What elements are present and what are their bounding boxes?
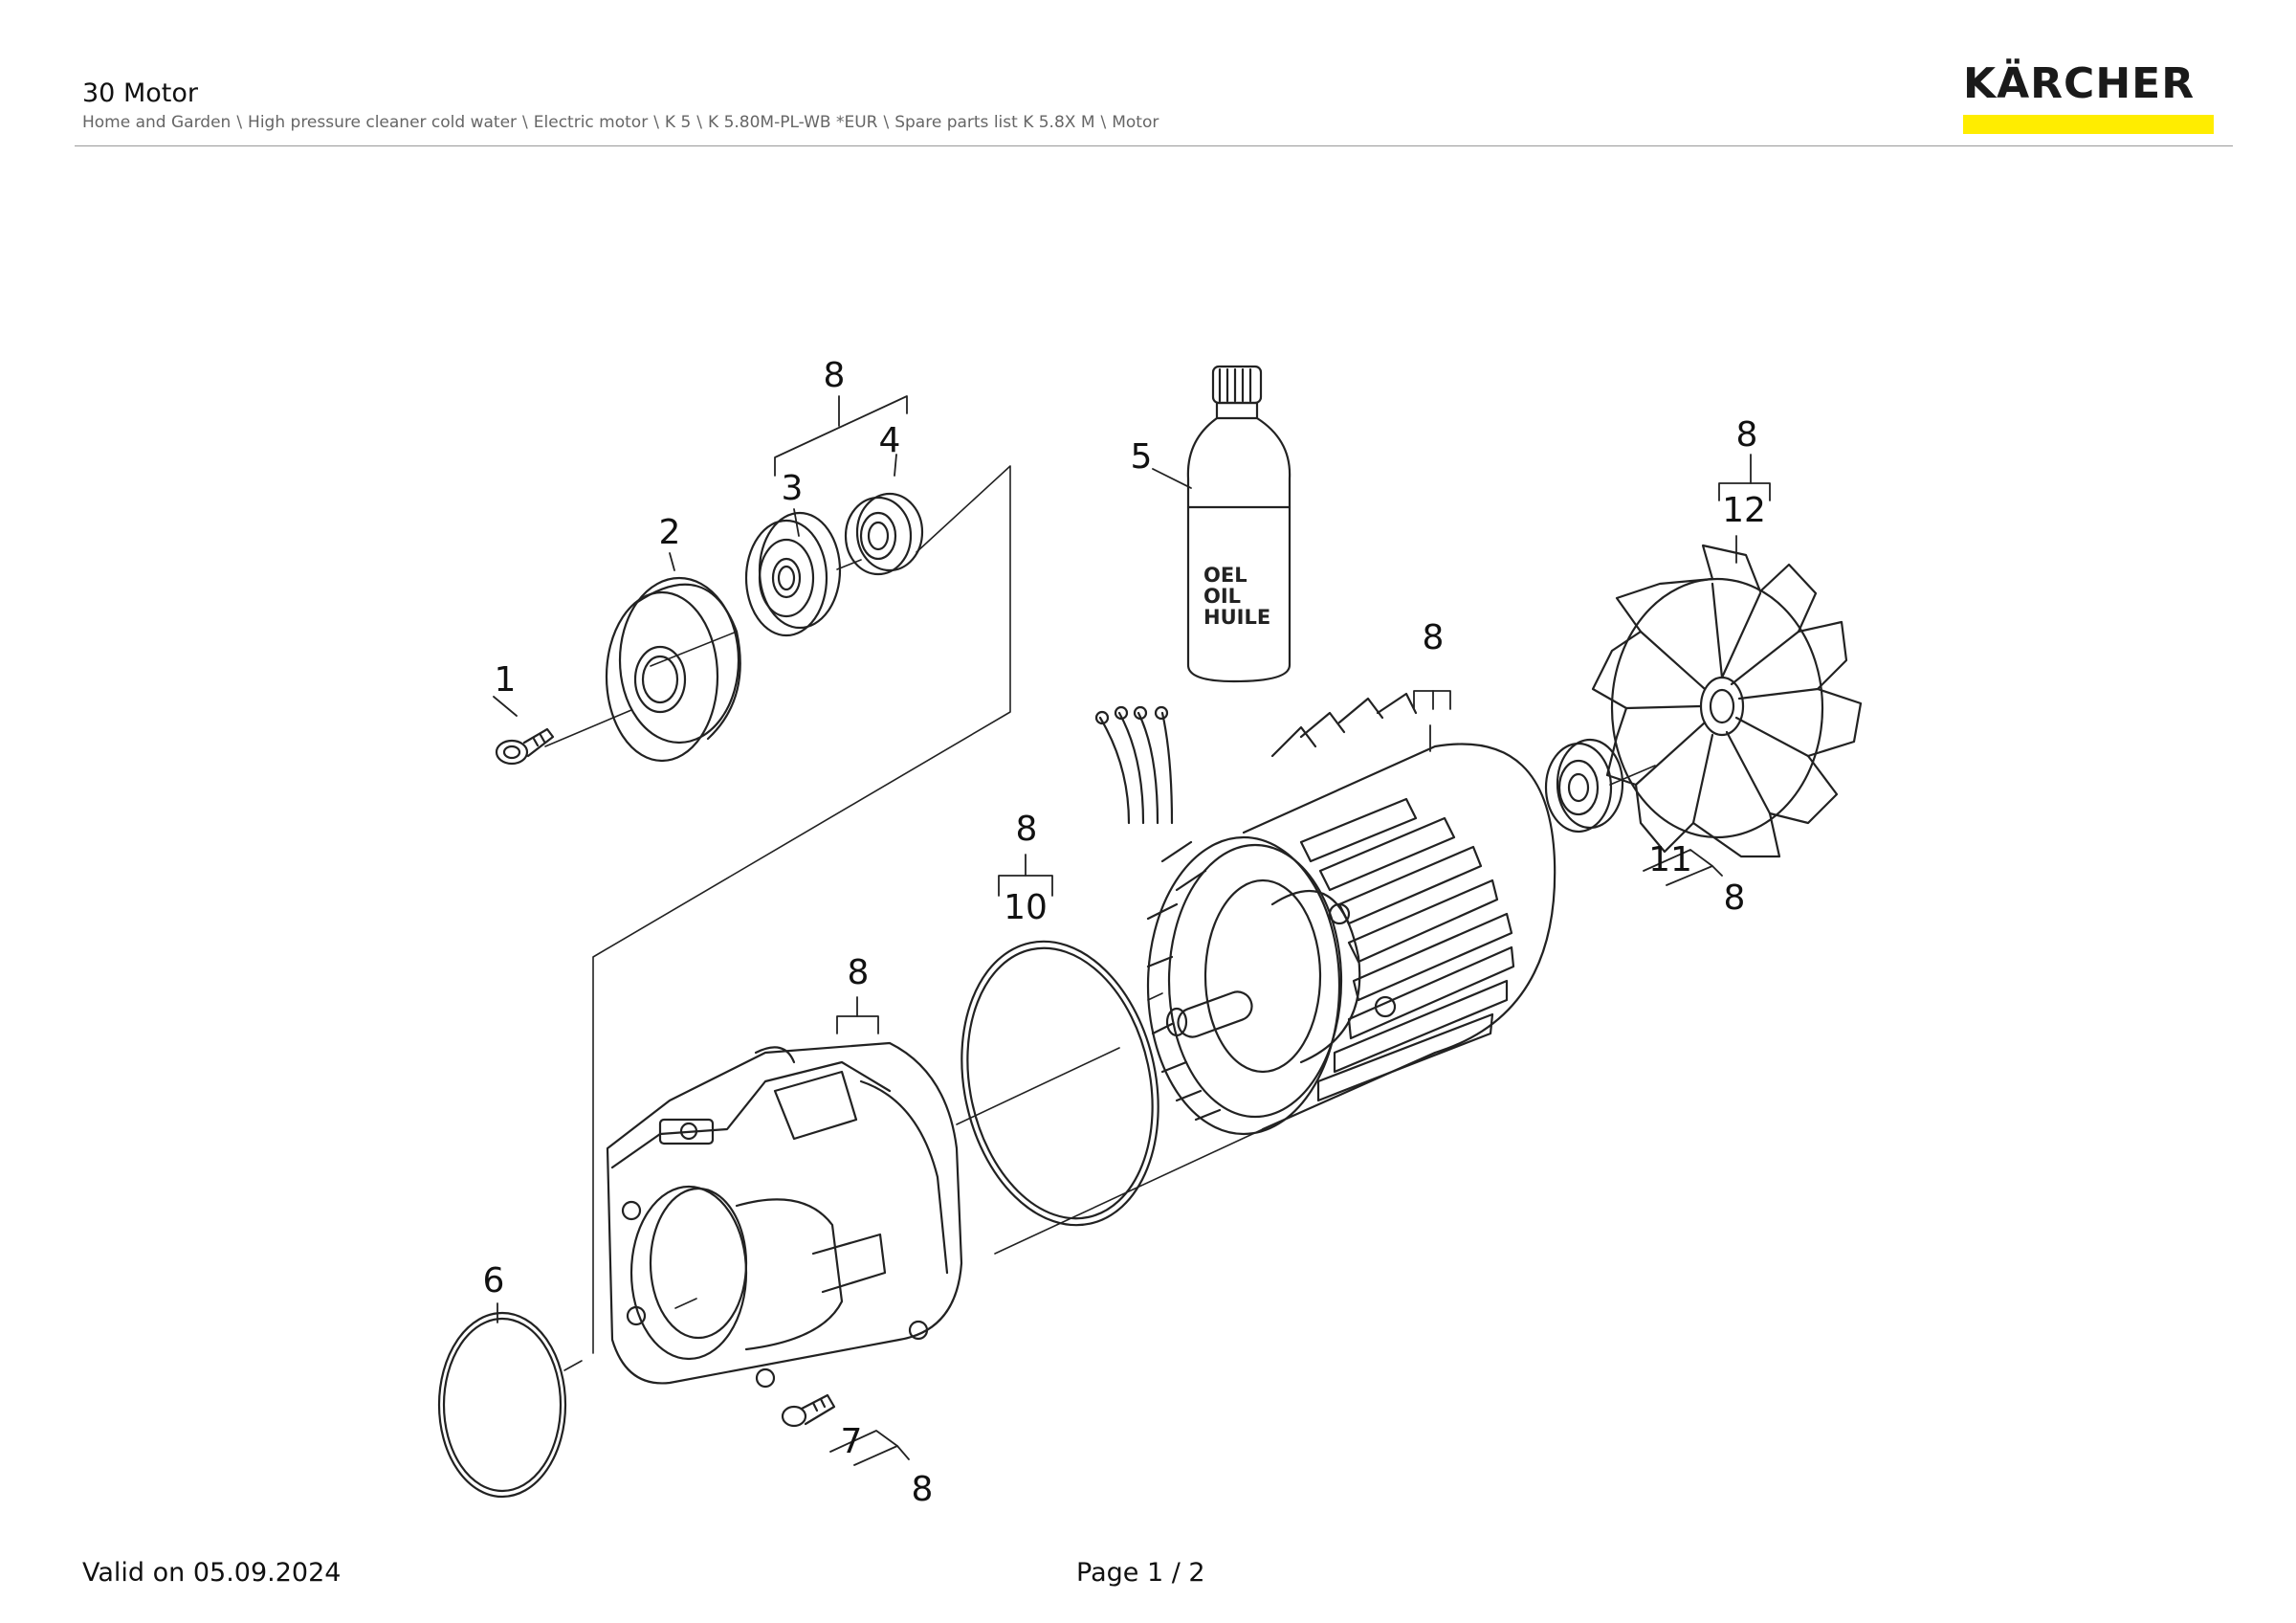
page-number: Page 1 / 2	[1076, 1558, 1205, 1588]
callout-label: 5	[1131, 437, 1153, 477]
part-4-seal	[844, 492, 924, 576]
breadcrumb-item[interactable]: Home and Garden	[82, 113, 232, 132]
callout-label: 8	[1423, 618, 1445, 657]
callout-label: 6	[483, 1261, 505, 1301]
callout-label: 10	[1004, 888, 1048, 927]
part-2-end-cap	[605, 576, 741, 763]
bottle-label-line: HUILE	[1203, 606, 1270, 629]
callout-label: 8	[1016, 810, 1038, 849]
callout-label: 12	[1722, 491, 1766, 530]
part-6-o-ring	[437, 1311, 567, 1499]
assembly-guide-lines	[544, 465, 1656, 1371]
breadcrumb: Home and Garden\High pressure cleaner co…	[82, 113, 1159, 132]
part-12-fan	[1591, 544, 1863, 858]
logo-wordmark: KÄRCHER	[1963, 59, 2196, 108]
karcher-logo: KÄRCHER	[1963, 63, 2214, 134]
logo-yellow-bar	[1963, 115, 2214, 134]
breadcrumb-item[interactable]: K 5	[664, 113, 692, 132]
callout-label: 8	[848, 953, 870, 992]
callout-label: 3	[782, 469, 804, 508]
part-7-bolt	[781, 1393, 836, 1428]
callout-label: 8	[1724, 878, 1746, 918]
callout-label: 8	[1736, 415, 1758, 455]
callout-label: 4	[879, 421, 901, 460]
callout-label: 11	[1648, 840, 1692, 879]
header-divider	[75, 145, 2233, 146]
callout-label: 1	[495, 660, 517, 700]
callout-label: 8	[912, 1470, 934, 1509]
part-5-oil-bottle: OEL OIL HUILE	[1186, 365, 1292, 683]
bracket-lines	[493, 395, 1771, 1466]
callout-label: 2	[659, 513, 681, 552]
breadcrumb-item[interactable]: K 5.80M-PL-WB *EUR	[708, 113, 878, 132]
part-10-large-o-ring	[960, 940, 1159, 1227]
callout-labels: 1 2 3 4 5 6 7 8 8 8 8 8 8 8 10 11 12	[483, 356, 1766, 1509]
bottle-label-line: OEL	[1203, 564, 1247, 587]
part-3-bearing	[744, 511, 842, 637]
motor-housing	[606, 1041, 963, 1389]
callout-label: 7	[841, 1422, 863, 1461]
bottle-label-line: OIL	[1203, 585, 1241, 608]
callout-label: 8	[824, 356, 846, 395]
breadcrumb-item[interactable]: Electric motor	[533, 113, 649, 132]
page-title: 30 Motor	[82, 78, 198, 108]
breadcrumb-item[interactable]: High pressure cleaner cold water	[248, 113, 518, 132]
part-11-bearing	[1544, 738, 1624, 834]
breadcrumb-item: Motor	[1112, 113, 1159, 132]
validity-date: Valid on 05.09.2024	[82, 1558, 342, 1588]
motor-stator	[1094, 692, 1556, 1136]
breadcrumb-item[interactable]: Spare parts list K 5.8X M	[894, 113, 1095, 132]
part-1-screw	[495, 727, 555, 766]
